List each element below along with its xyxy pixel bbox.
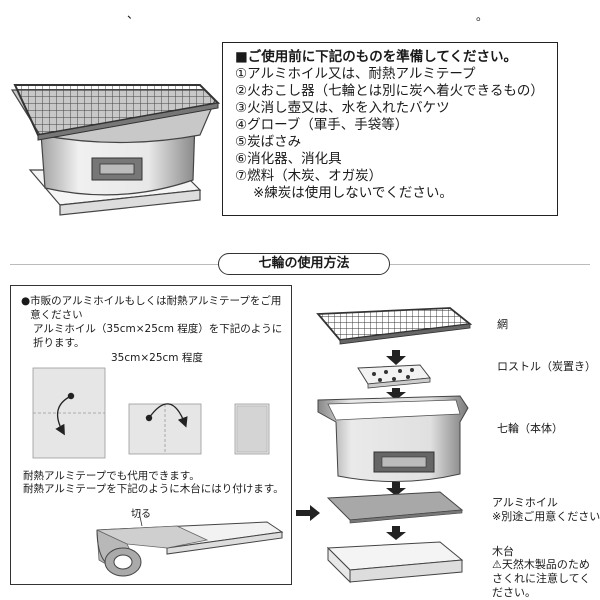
prep-note: ※練炭は使用しないでください。 xyxy=(253,185,453,201)
foil-folding-illustration xyxy=(32,367,270,459)
arrow-right-icon xyxy=(296,505,320,521)
instruction-text: ● 市販のアルミホイルもしくは耐熱アルミテープをご用意ください アルミホイル（3… xyxy=(21,294,287,350)
instruction-box: ● 市販のアルミホイルもしくは耐熱アルミテープをご用意ください アルミホイル（3… xyxy=(10,285,292,585)
foil-part xyxy=(326,491,464,524)
foil-sheet-folded xyxy=(234,403,270,455)
instruction-intro: 市販のアルミホイルもしくは耐熱アルミテープをご用意ください xyxy=(30,295,282,321)
preparation-box: ■ご使用前に下記のものを準備してください。 ①アルミホイル又は、耐熱アルミテープ… xyxy=(222,42,558,216)
prep-item-6: ⑥消化器、消化具 xyxy=(235,151,342,167)
label-base: 木台 xyxy=(492,545,514,558)
foil-sheet-full xyxy=(32,367,106,459)
rostle-part xyxy=(357,364,431,389)
label-base-caution: ⚠天然木製品のためさくれに注意してください。 xyxy=(492,558,591,599)
top-period-mark: 。 xyxy=(476,9,489,23)
top-comma-mark: 、 xyxy=(127,7,140,21)
prep-item-7: ⑦燃料（木炭、オガ炭） xyxy=(235,168,383,184)
size-label: 35cm×25cm 程度 xyxy=(111,352,203,364)
prep-item-5: ⑤炭ばさみ xyxy=(235,134,302,150)
label-foil: アルミホイル xyxy=(492,496,558,509)
net-part xyxy=(316,307,473,345)
label-foil-note: ※別途ご用意ください xyxy=(492,510,600,523)
down-arrow-icon xyxy=(386,526,406,540)
prep-title: ■ご使用前に下記のものを準備してください。 xyxy=(235,49,517,65)
down-arrow-icon xyxy=(386,388,406,400)
label-rostle: ロストル（炭置き） xyxy=(497,360,596,373)
prep-item-4: ④グローブ（軍手、手袋等） xyxy=(235,117,409,133)
grill-net-shape xyxy=(13,84,221,141)
tape-line-1: 耐熱アルミテープでも代用できます。 xyxy=(23,470,200,482)
section-title: 七輪の使用方法 xyxy=(218,253,390,275)
prep-item-1: ①アルミホイル又は、耐熱アルミテープ xyxy=(235,66,476,82)
label-net: 網 xyxy=(497,318,508,331)
cut-label: 切る xyxy=(131,509,151,520)
instruction-size-text: アルミホイル（35cm×25cm 程度）を下記のように折ります。 xyxy=(33,323,283,349)
label-body: 七輪（本体） xyxy=(497,422,563,435)
tape-instructions: 耐熱アルミテープでも代用できます。 耐熱アルミテープを下記のように木台にはり付け… xyxy=(23,470,289,496)
down-arrow-icon xyxy=(386,482,406,496)
shichirin-illustration xyxy=(10,84,221,216)
base-part xyxy=(326,541,464,584)
prep-item-2: ②火おこし器（七輪とは別に炭へ着火できるもの） xyxy=(235,83,544,99)
bullet-icon: ● xyxy=(21,295,31,307)
foil-sheet-half xyxy=(128,403,202,455)
tape-roll-illustration xyxy=(96,512,284,577)
prep-item-3: ③火消し壺又は、水を入れたバケツ xyxy=(235,100,450,116)
parts-diagram xyxy=(316,307,473,584)
down-arrow-icon xyxy=(386,350,406,365)
tape-line-2: 耐熱アルミテープを下記のように木台にはり付けます。 xyxy=(23,483,284,495)
body-part xyxy=(317,395,469,482)
